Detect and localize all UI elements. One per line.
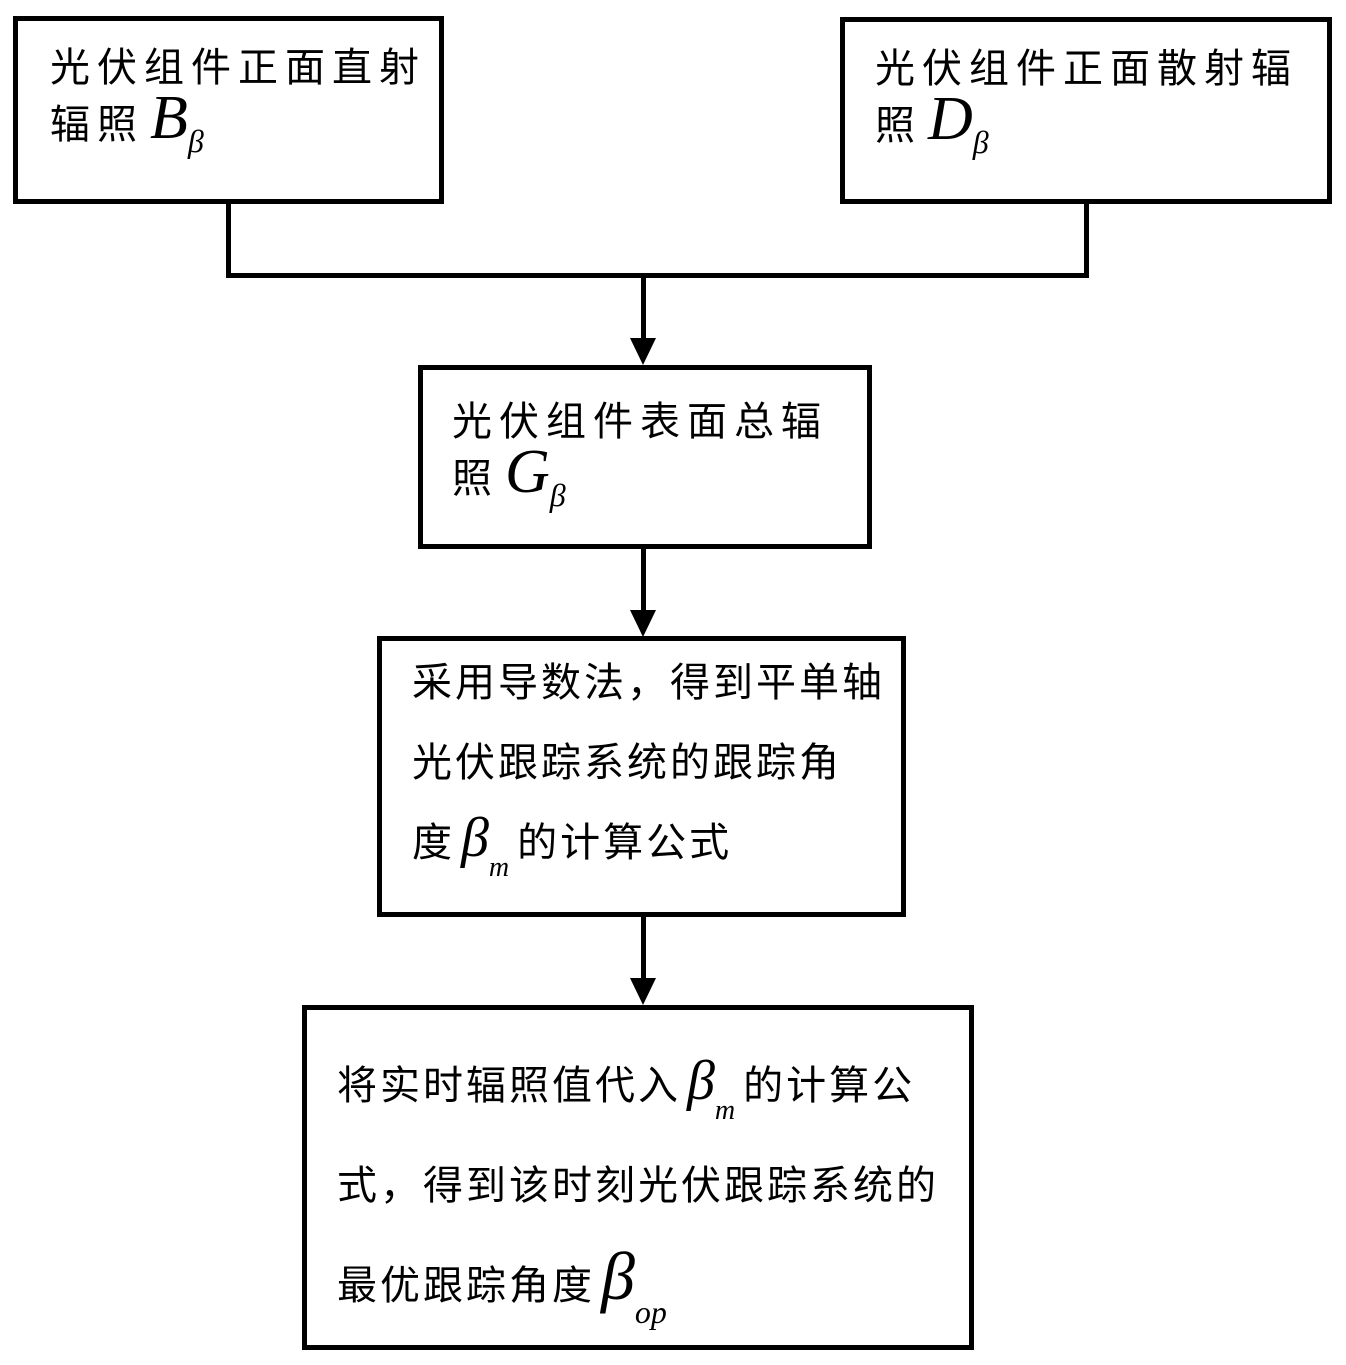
connector-left-drop [226, 200, 231, 278]
arrow-1-stem [641, 276, 646, 340]
box-direct-line2-text: 辐照 [50, 102, 144, 147]
box-direct-line1: 光伏组件正面直射 [50, 45, 426, 90]
box-derivative-line3-prefix: 度 [412, 820, 455, 865]
box-total-line2-text: 照 [452, 456, 499, 501]
arrow-1-head-icon [630, 338, 656, 365]
symbol-B-beta: Bβ [150, 84, 204, 157]
symbol-B-base: B [150, 84, 188, 152]
connector-right-drop [1084, 200, 1089, 278]
box-direct-line2: 辐照Bβ [50, 87, 433, 157]
box-diffuse-line1: 光伏组件正面散射辐 [875, 46, 1298, 91]
symbol-G-subscript: β [549, 477, 566, 513]
symbol-G-base: G [505, 438, 550, 506]
box-derivative-line2: 光伏跟踪系统的跟踪角 [412, 740, 842, 785]
symbol-beta-m: βm [461, 807, 509, 882]
symbol-D-beta: Dβ [928, 85, 989, 158]
box-optimal-line1-prefix: 将实时辐照值代入 [337, 1063, 681, 1108]
symbol-G-beta: Gβ [505, 438, 566, 511]
connector-merge-line [226, 273, 1089, 278]
arrow-2-head-icon [630, 610, 656, 637]
symbol-D-subscript: β [972, 124, 989, 160]
symbol-beta-op-subscript: op [634, 1294, 667, 1330]
box-derivative-line1: 采用导数法，得到平单轴 [412, 660, 885, 705]
symbol-B-subscript: β [187, 123, 204, 159]
symbol-beta-m-2: βm [687, 1050, 735, 1125]
arrow-3-head-icon [630, 978, 656, 1005]
box-total-irradiance: 光伏组件表面总辐 照Gβ [418, 365, 872, 549]
box-diffuse-line2: 照Dβ [875, 88, 1321, 158]
box-optimal-line2: 式，得到该时刻光伏跟踪系统的 [337, 1163, 939, 1208]
symbol-beta-op-base: β [601, 1238, 635, 1314]
box-direct-irradiance: 光伏组件正面直射 辐照Bβ [13, 16, 444, 204]
symbol-beta-m-subscript: m [488, 852, 510, 883]
symbol-beta-m-base: β [461, 807, 489, 869]
box-optimal-line1-suffix: 的计算公 [743, 1063, 916, 1108]
arrow-2-stem [641, 548, 646, 612]
arrow-3-stem [641, 916, 646, 980]
box-optimal-line3-prefix: 最优跟踪角度 [337, 1263, 595, 1308]
box-derivative-line3-suffix: 的计算公式 [517, 820, 733, 865]
box-diffuse-irradiance: 光伏组件正面散射辐 照Dβ [840, 17, 1332, 204]
box-diffuse-line2-text: 照 [875, 103, 922, 148]
symbol-beta-m-2-subscript: m [714, 1095, 736, 1126]
symbol-beta-op: βop [601, 1238, 667, 1328]
box-total-line2: 照Gβ [452, 441, 861, 511]
symbol-beta-m-2-base: β [687, 1050, 715, 1112]
box-total-line1: 光伏组件表面总辐 [452, 399, 828, 444]
symbol-D-base: D [928, 85, 973, 153]
box-optimal-line3: 最优跟踪角度βop [337, 1236, 963, 1336]
